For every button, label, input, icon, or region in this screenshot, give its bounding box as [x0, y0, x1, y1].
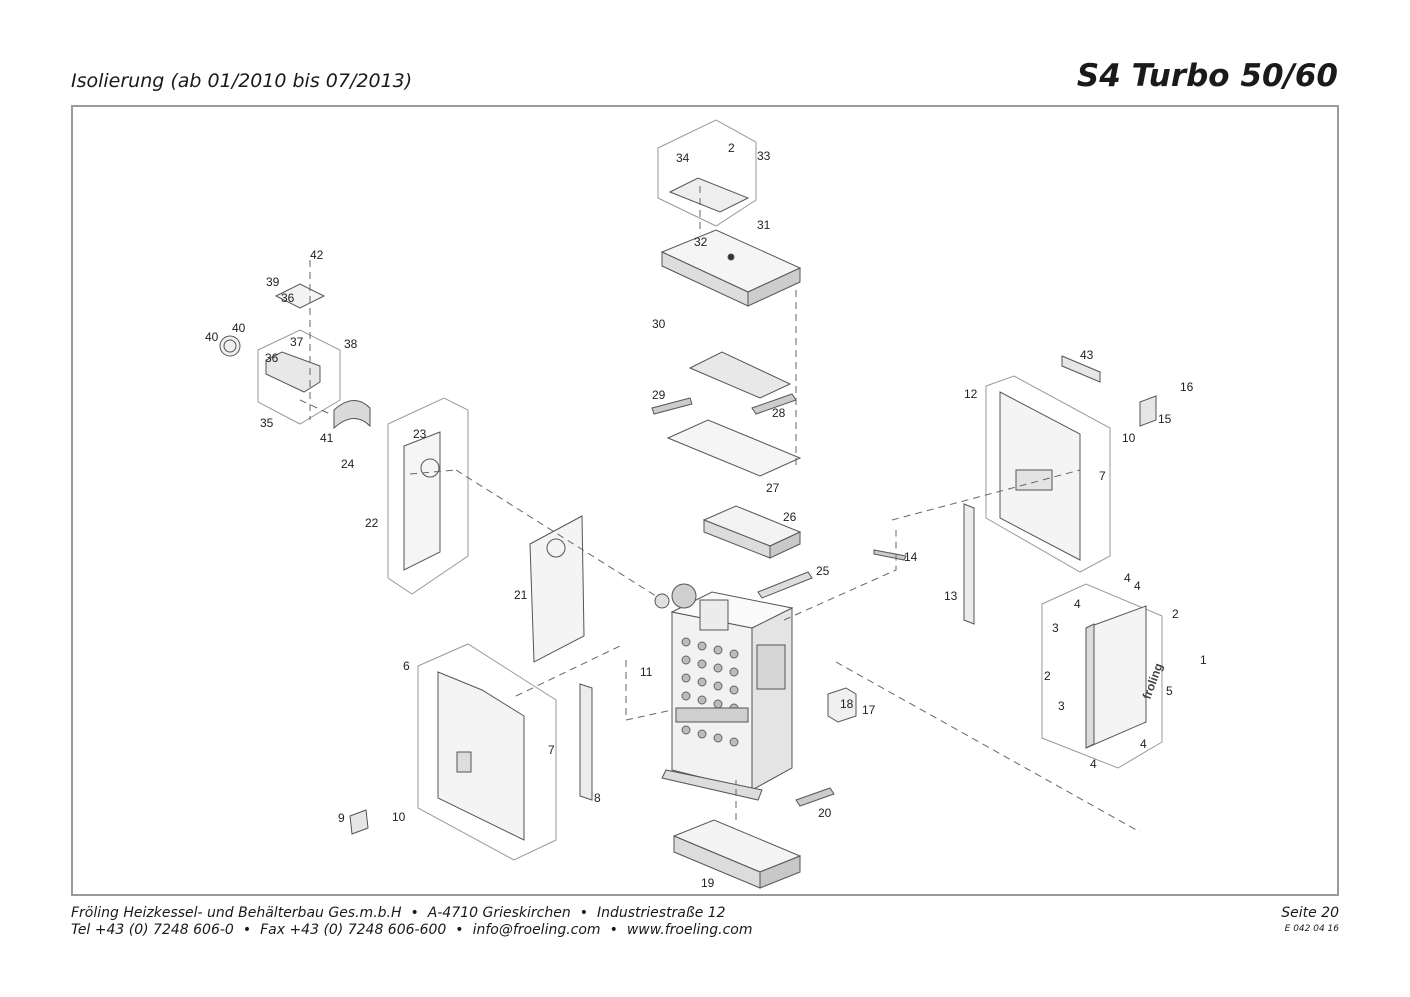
part-43 — [1061, 355, 1101, 383]
part-22 — [403, 431, 441, 571]
callout-22: 22 — [365, 516, 379, 530]
callout-14: 14 — [904, 550, 918, 564]
callout-17: 17 — [862, 703, 876, 717]
callout-31: 31 — [757, 218, 771, 232]
assembly-lines — [299, 186, 1141, 833]
callout-30: 30 — [652, 317, 666, 331]
callout-28: 28 — [772, 406, 786, 420]
callout-32: 32 — [694, 235, 708, 249]
footer-bullet: • — [455, 922, 464, 938]
callout-33: 33 — [757, 149, 771, 163]
footer-address: A-4710 Grieskirchen — [427, 905, 571, 921]
footer-company: Fröling Heizkessel- und Behälterbau Ges.… — [71, 905, 402, 921]
callout-39: 39 — [266, 275, 280, 289]
callout-11: 11 — [640, 665, 653, 679]
part-20 — [795, 787, 835, 807]
callout-10: 10 — [1122, 431, 1136, 445]
footer-bullet: • — [242, 922, 252, 938]
callout-25: 25 — [816, 564, 830, 578]
callout-5: 5 — [1166, 684, 1173, 698]
callout-21: 21 — [514, 588, 528, 602]
callout-41: 41 — [320, 431, 334, 445]
callout-2: 2 — [1044, 669, 1051, 683]
footer-bullet: • — [579, 905, 588, 921]
footer-street: Industriestraße 12 — [596, 905, 726, 921]
callout-36: 36 — [281, 291, 295, 305]
footer-bullet: • — [410, 905, 419, 921]
part-13 — [963, 503, 975, 625]
callout-1: 1 — [1200, 653, 1207, 667]
callout-4: 4 — [1090, 757, 1097, 771]
callout-24: 24 — [341, 457, 355, 471]
part-27 — [666, 419, 802, 477]
callout-18: 18 — [840, 697, 854, 711]
part-15 — [1139, 395, 1157, 427]
callout-26: 26 — [783, 510, 797, 524]
part-14 — [873, 549, 907, 561]
part-21 — [529, 515, 585, 663]
callout-16: 16 — [1180, 380, 1194, 394]
page-number: Seite 20 — [1281, 905, 1339, 921]
model-title: S4 Turbo 50/60 — [1076, 58, 1338, 94]
callout-34: 34 — [676, 151, 690, 165]
callout-3: 3 — [1058, 699, 1065, 713]
callout-2: 2 — [1172, 607, 1179, 621]
callout-7: 7 — [1099, 469, 1106, 483]
footer-email[interactable]: info@froeling.com — [472, 922, 601, 938]
footer-bullet: • — [609, 922, 618, 938]
part-25 — [757, 571, 813, 599]
callout-4: 4 — [1140, 737, 1147, 751]
callout-20: 20 — [818, 806, 832, 820]
part-1-door — [1085, 605, 1147, 749]
footer-right: Seite 20 E 042 04 16 — [1281, 905, 1339, 936]
callout-8: 8 — [594, 791, 601, 805]
callout-38: 38 — [344, 337, 358, 351]
callout-40: 40 — [232, 321, 246, 335]
part-41 — [333, 400, 371, 430]
callout-4: 4 — [1074, 597, 1081, 611]
callout-15: 15 — [1158, 412, 1172, 426]
part-9 — [349, 809, 369, 835]
callout-labels: 1 2 2 2 3 3 4 4 4 4 4 5 6 7 7 8 9 10 10 … — [205, 141, 1207, 890]
part-6 — [437, 671, 525, 841]
callout-23: 23 — [413, 427, 427, 441]
footer-web[interactable]: www.froeling.com — [626, 922, 753, 938]
callout-19: 19 — [701, 876, 715, 890]
footer-left: Fröling Heizkessel- und Behälterbau Ges.… — [71, 905, 753, 939]
callout-27: 27 — [766, 481, 780, 495]
callout-10: 10 — [392, 810, 406, 824]
part-30-board — [688, 351, 792, 399]
callout-42: 42 — [310, 248, 324, 262]
callout-7: 7 — [548, 743, 555, 757]
document-code: E 042 04 16 — [1284, 924, 1339, 934]
part-17 — [827, 687, 857, 723]
callout-29: 29 — [652, 388, 666, 402]
part-35 — [265, 351, 321, 393]
part-40 — [219, 335, 241, 357]
callout-6: 6 — [403, 659, 410, 673]
callout-12: 12 — [964, 387, 978, 401]
part-8 — [579, 683, 593, 801]
callout-37: 37 — [290, 335, 304, 349]
callout-35: 35 — [260, 416, 274, 430]
callout-4: 4 — [1134, 579, 1141, 593]
boiler-body — [654, 583, 794, 801]
callout-3: 3 — [1052, 621, 1059, 635]
callout-13: 13 — [944, 589, 958, 603]
callout-9: 9 — [338, 811, 345, 825]
callout-40: 40 — [205, 330, 219, 344]
callout-4: 4 — [1124, 571, 1131, 585]
callout-2: 2 — [728, 141, 735, 155]
footer-phone: Tel +43 (0) 7248 606-0 — [71, 922, 234, 938]
callout-43: 43 — [1080, 348, 1094, 362]
part-33 — [668, 177, 750, 213]
page-subtitle: Isolierung (ab 01/2010 bis 07/2013) — [71, 70, 413, 92]
footer-fax: Fax +43 (0) 7248 606-600 — [260, 922, 447, 938]
callout-36: 36 — [265, 351, 279, 365]
drawing-frame — [71, 105, 1339, 896]
